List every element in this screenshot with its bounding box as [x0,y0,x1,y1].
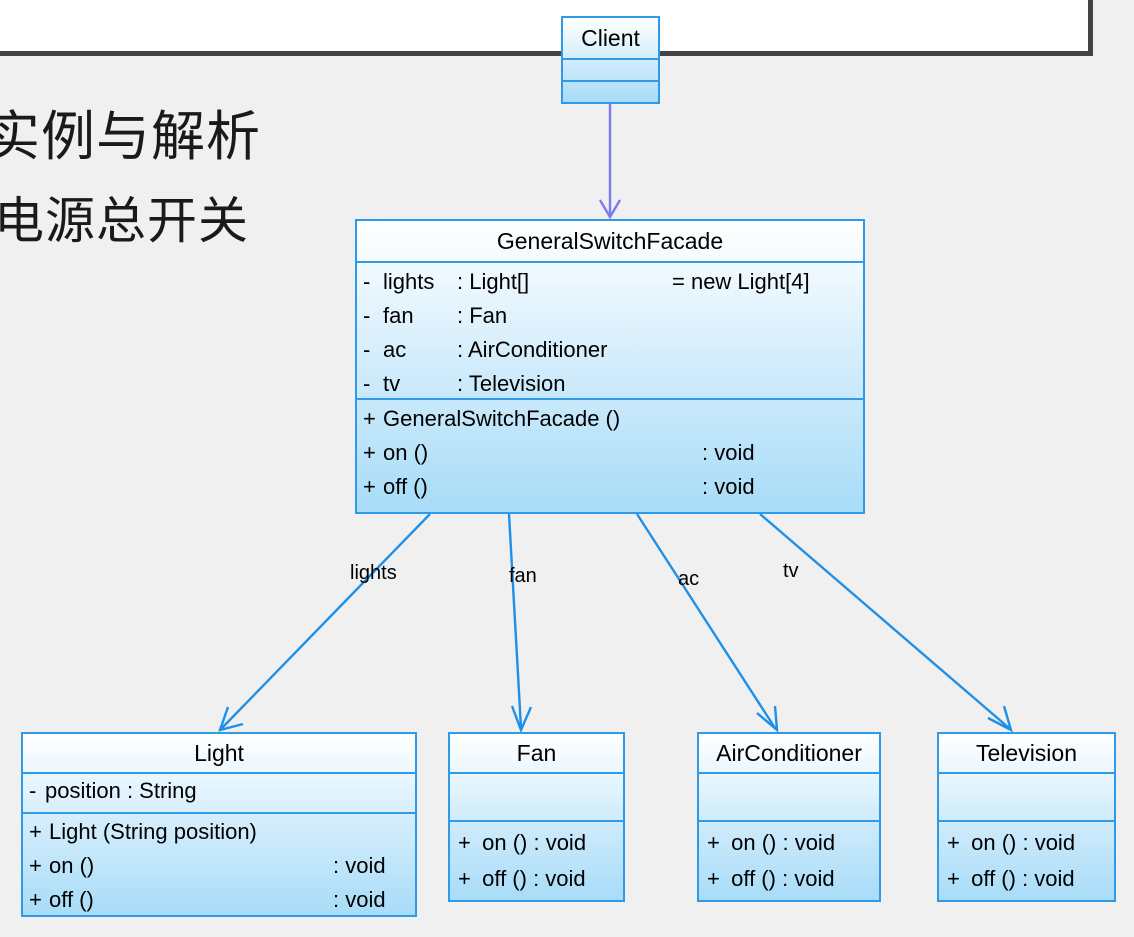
operation-row: + Light (String position) [23,815,415,849]
uml-class-fan[interactable]: Fan + on () : void + off () : void [448,732,625,902]
visibility-marker: - [363,269,371,294]
class-operations-television: + on () : void + off () : void [939,822,1114,902]
visibility-marker: + [947,830,960,855]
attribute-name: lights [383,269,435,294]
operation-signature: off () : void [731,866,835,891]
connector-facade-to-airconditioner [635,513,779,733]
uml-class-airconditioner[interactable]: AirConditioner + on () : void + off () :… [697,732,881,902]
class-operations-airconditioner: + on () : void + off () : void [699,822,879,902]
class-attributes-airconditioner [699,774,879,822]
operation-row: + off () : void [450,861,623,897]
visibility-marker: - [363,337,371,362]
visibility-marker: - [363,303,371,328]
operation-return-type: : void [333,887,386,912]
slide-content-panel [0,0,1093,56]
uml-class-television[interactable]: Television + on () : void + off () : voi… [937,732,1116,902]
visibility-marker: - [29,778,37,803]
attribute-type: : Fan [457,303,508,328]
attribute-type: : AirConditioner [457,337,608,362]
operation-signature: off () [49,887,94,912]
class-name-light: Light [23,734,415,774]
operation-signature: on () : void [482,830,587,855]
visibility-marker: + [29,853,42,878]
operation-row: + off () : void [357,470,863,504]
class-operations-fan: + on () : void + off () : void [450,822,623,902]
operation-row: + GeneralSwitchFacade () [357,402,863,436]
operation-signature: off () : void [482,866,586,891]
attribute-name: tv [383,371,401,396]
visibility-marker: + [458,866,471,891]
operation-row: + off () : void [699,861,879,897]
attribute-row: - tv : Television [357,367,863,401]
visibility-marker: + [947,866,960,891]
connector-client-to-facade [598,104,622,220]
class-operations-generalswitchfacade: + GeneralSwitchFacade () + on () : void … [357,400,863,514]
class-attributes-light: - position : String [23,774,415,814]
association-label-fan: fan [509,565,537,587]
class-attributes-fan [450,774,623,822]
connector-facade-to-light [218,513,431,732]
operation-signature: on () [383,440,429,465]
class-name-fan: Fan [450,734,623,774]
operation-return-type: : void [333,853,386,878]
visibility-marker: + [363,406,376,431]
attribute-initializer: = new Light[4] [672,269,810,294]
uml-class-client[interactable]: Client [561,16,660,104]
operation-return-type: : void [702,474,755,499]
uml-class-light[interactable]: Light - position : String + Light (Strin… [21,732,417,917]
operation-signature: GeneralSwitchFacade () [383,406,621,431]
operation-return-type: : void [702,440,755,465]
visibility-marker: + [363,474,376,499]
class-name-airconditioner: AirConditioner [699,734,879,774]
connector-facade-to-television [759,513,1013,733]
class-attributes-client [563,60,658,82]
visibility-marker: + [458,830,471,855]
visibility-marker: - [363,371,371,396]
operation-signature: Light (String position) [49,819,257,844]
attribute-row: - ac : AirConditioner [357,333,863,367]
attribute-type: : Television [457,371,566,396]
class-name-television: Television [939,734,1114,774]
operation-signature: off () : void [971,866,1075,891]
class-name-client: Client [563,18,658,60]
operation-row: + on () : void [23,849,415,883]
class-attributes-generalswitchfacade: - lights : Light[] = new Light[4] - fan … [357,263,863,400]
visibility-marker: + [707,866,720,891]
attribute-row: - lights : Light[] = new Light[4] [357,265,863,299]
visibility-marker: + [29,887,42,912]
operation-row: + off () : void [23,883,415,917]
operation-signature: on () : void [971,830,1076,855]
heading-primary: 实例与解析 [0,105,261,168]
association-label-tv: tv [783,560,799,582]
attribute-row: - position : String [23,774,415,808]
class-name-generalswitchfacade: GeneralSwitchFacade [357,221,863,263]
operation-row: + on () : void [699,825,879,861]
heading-secondary: 电源总开关 [0,192,249,250]
visibility-marker: + [707,830,720,855]
operation-signature: on () : void [731,830,836,855]
attribute-name: ac [383,337,407,362]
visibility-marker: + [29,819,42,844]
association-label-lights: lights [350,562,397,584]
attribute-row: - fan : Fan [357,299,863,333]
association-label-ac: ac [678,568,700,590]
operation-row: + on () : void [939,825,1114,861]
visibility-marker: + [363,440,376,465]
class-attributes-television [939,774,1114,822]
class-operations-client [563,82,658,104]
connector-facade-to-fan [507,513,533,734]
attribute-name: position : String [45,778,197,803]
operation-row: + off () : void [939,861,1114,897]
operation-signature: on () [49,853,95,878]
uml-class-generalswitchfacade[interactable]: GeneralSwitchFacade - lights : Light[] =… [355,219,865,514]
operation-signature: off () [383,474,428,499]
operation-row: + on () : void [450,825,623,861]
class-operations-light: + Light (String position) + on () : void… [23,814,415,917]
attribute-name: fan [383,303,414,328]
operation-row: + on () : void [357,436,863,470]
attribute-type: : Light[] [457,269,530,294]
